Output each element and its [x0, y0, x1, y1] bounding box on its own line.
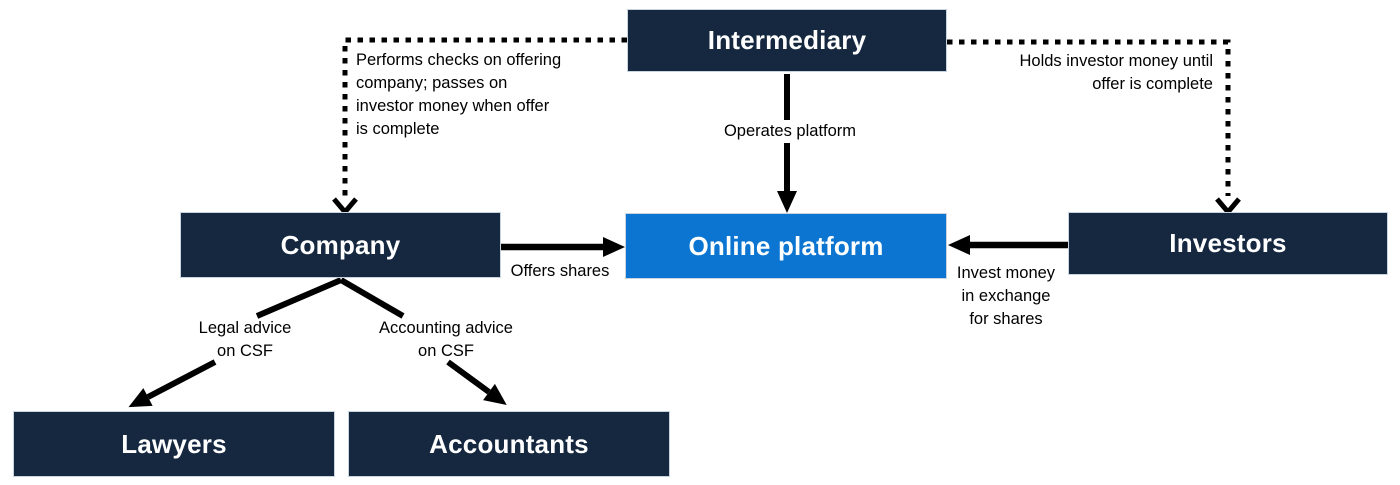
node-investors-label: Investors: [1169, 228, 1287, 258]
node-accountants-label: Accountants: [429, 428, 589, 459]
edge-label-holds-money: Holds investor money until offer is comp…: [1019, 52, 1213, 93]
edge-label-invest-money: Invest money in exchange for shares: [956, 264, 1056, 328]
edge-label-operates-platform: Operates platform: [710, 120, 870, 143]
node-online-platform-label: Online platform: [688, 230, 884, 261]
edge-company-to-lawyers-segment: [255, 277, 343, 319]
node-investors: Investors: [1068, 212, 1388, 275]
edge-label-legal-advice: Legal advice on CSF: [198, 319, 292, 360]
edge-intermediary-to-investors-dotted-arrow: [947, 39, 1241, 216]
node-intermediary: Intermediary: [627, 9, 947, 72]
node-company: Company: [180, 212, 501, 278]
edge-label-offers-shares: Offers shares: [510, 262, 610, 280]
edge-label-performs-checks: Performs checks on offering company; pas…: [356, 51, 562, 138]
edge-label-accounting-advice: Accounting advice on CSF: [379, 319, 513, 360]
node-lawyers-label: Lawyers: [121, 428, 227, 459]
node-intermediary-label: Intermediary: [707, 25, 867, 55]
node-company-label: Company: [280, 229, 401, 260]
edge-company-to-accountants-segment: [339, 277, 405, 319]
edge-company-to-lawyers-arrow: [128, 359, 217, 408]
edge-intermediary-to-company-dotted-arrow: [332, 37, 627, 216]
node-accountants: Accountants: [348, 411, 670, 477]
edge-company-to-accountants-arrow: [446, 359, 507, 405]
node-online-platform: Online platform: [625, 213, 947, 279]
node-lawyers: Lawyers: [13, 411, 335, 477]
